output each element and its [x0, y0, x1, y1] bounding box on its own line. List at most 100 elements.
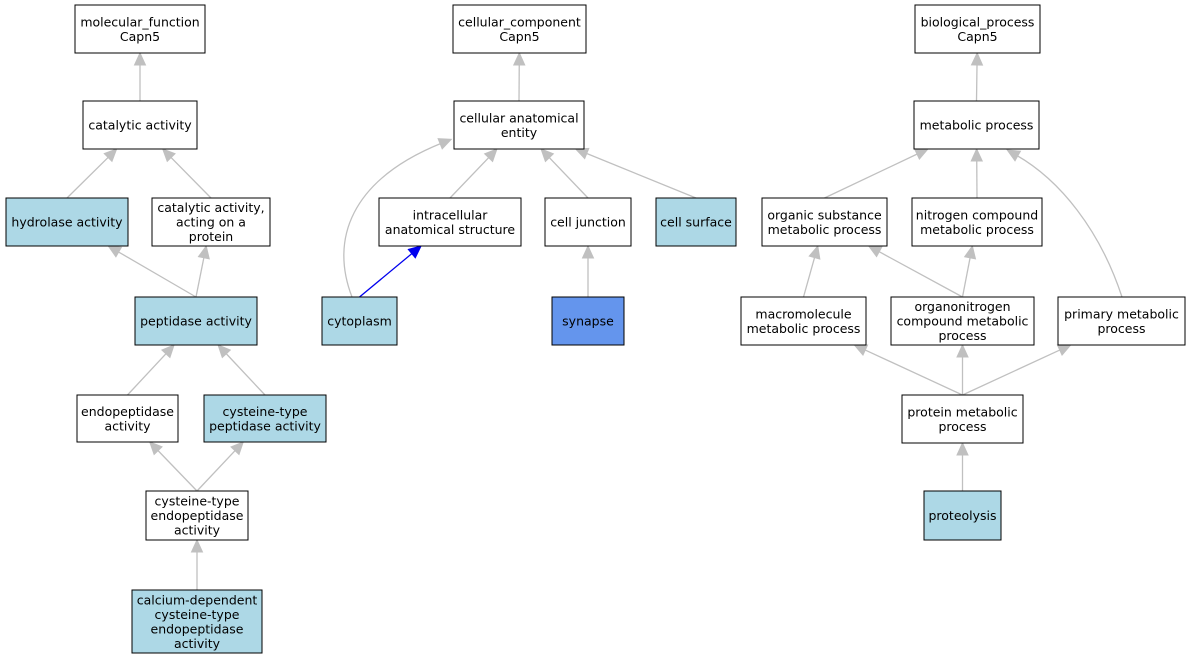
edge-line: [878, 251, 963, 298]
edge-organonitrogen-to-nitrogen: [961, 244, 977, 298]
edge-metabolic-to-bp: [970, 51, 984, 102]
term-node-label: endopeptidase: [81, 404, 174, 419]
edge-arrowhead: [853, 344, 869, 356]
term-node-metabolic[interactable]: metabolic process: [913, 100, 1040, 150]
edge-primary-to-metabolic: [1006, 149, 1123, 298]
term-node-label: process: [938, 419, 986, 434]
edge-nitrogen-to-metabolic: [970, 147, 984, 199]
term-node-label: cytoplasm: [327, 314, 392, 329]
term-node-label: protein: [189, 229, 233, 244]
edge-line: [196, 450, 236, 492]
term-node-catalytic[interactable]: catalytic activity: [82, 100, 198, 150]
term-node-box: [76, 394, 179, 443]
term-node-calcium[interactable]: calcium-dependentcysteine-typeendopeptid…: [131, 589, 263, 654]
edge-line: [961, 257, 971, 298]
term-node-box: [890, 296, 1035, 346]
edge-protein-met-to-primary: [962, 344, 1072, 396]
edge-line: [66, 156, 109, 199]
edge-arrowhead: [970, 147, 984, 162]
edge-cys-endo-to-cys-peptidase: [196, 441, 245, 492]
term-node-label: organic substance: [767, 207, 882, 222]
term-node-label: metabolic process: [768, 222, 882, 237]
edge-catalytic-to-mf: [133, 51, 147, 101]
term-node-synapse[interactable]: synapse: [551, 296, 625, 346]
term-node-box: [740, 296, 867, 346]
edge-intracell-to-cae: [449, 148, 498, 199]
term-node-label: acting on a: [176, 215, 246, 230]
edge-cys-peptidase-to-peptidase: [217, 344, 266, 396]
term-node-label: Capn5: [499, 29, 539, 44]
edge-arrowhead: [540, 148, 555, 163]
term-node-label: catalytic activity,: [157, 200, 264, 215]
term-node-junction[interactable]: cell junction: [544, 197, 632, 247]
term-node-proteolysis[interactable]: proteolysis: [923, 490, 1002, 541]
term-node-label: compound metabolic: [897, 314, 1029, 329]
edge-arrowhead: [970, 51, 984, 66]
edge-line: [170, 157, 212, 199]
term-node-label: anatomical structure: [385, 222, 515, 237]
edge-cys-endo-to-endopeptidase: [148, 441, 198, 492]
edge-junction-to-cae: [540, 148, 589, 199]
edge-proteolysis-to-protein-met: [956, 441, 969, 491]
term-node-label: catalytic activity: [88, 118, 192, 133]
term-node-label: macromolecule: [755, 306, 851, 321]
term-node-label: metabolic process: [920, 222, 1034, 237]
term-node-label: activity: [174, 523, 221, 538]
term-node-label: process: [938, 328, 986, 343]
term-node-box: [901, 394, 1024, 444]
edge-line: [802, 257, 816, 298]
term-node-box: [544, 197, 632, 247]
edge-hydrolase-to-catalytic: [66, 148, 118, 199]
term-node-label: process: [1097, 321, 1145, 336]
edge-arrowhead: [107, 245, 123, 258]
term-node-label: proteolysis: [928, 508, 996, 523]
edge-arrowhead: [574, 147, 590, 160]
term-node-box: [911, 197, 1043, 247]
term-node-label: peptidase activity: [140, 314, 252, 329]
edge-line: [195, 257, 205, 298]
edge-calcium-to-cys-endo: [190, 538, 204, 590]
term-node-label: biological_process: [921, 14, 1035, 29]
term-node-peptidase[interactable]: peptidase activity: [134, 296, 258, 346]
edge-arrowhead: [483, 148, 498, 163]
term-node-label: metabolic process: [920, 118, 1034, 133]
edge-line: [864, 349, 963, 396]
edge-line: [548, 157, 589, 199]
term-node-label: organonitrogen: [914, 299, 1010, 314]
term-node-label: activity: [104, 418, 151, 433]
term-node-label: peptidase activity: [209, 418, 321, 433]
edge-arrowhead: [1056, 344, 1072, 356]
term-node-box: [923, 490, 1002, 541]
term-node-label: Capn5: [957, 29, 997, 44]
edge-endopeptidase-to-peptidase: [127, 344, 175, 396]
term-node-label: cellular_component: [458, 14, 581, 29]
term-node-box: [761, 197, 888, 247]
edge-cat-protein-to-catalytic: [161, 148, 212, 199]
edge-arrowhead: [197, 244, 210, 260]
term-node-cytoplasm[interactable]: cytoplasm: [321, 296, 398, 346]
term-node-box: [131, 589, 263, 654]
edge-synapse-to-junction: [581, 244, 595, 297]
edge-line: [449, 157, 490, 199]
term-node-box: [914, 4, 1041, 54]
term-node-surface[interactable]: cell surface: [655, 197, 737, 247]
term-node-hydrolase[interactable]: hydrolase activity: [5, 197, 129, 247]
term-node-box: [1057, 296, 1186, 346]
edge-protein-met-to-organonitrogen: [956, 343, 969, 395]
edge-macro-to-organic: [802, 244, 821, 298]
